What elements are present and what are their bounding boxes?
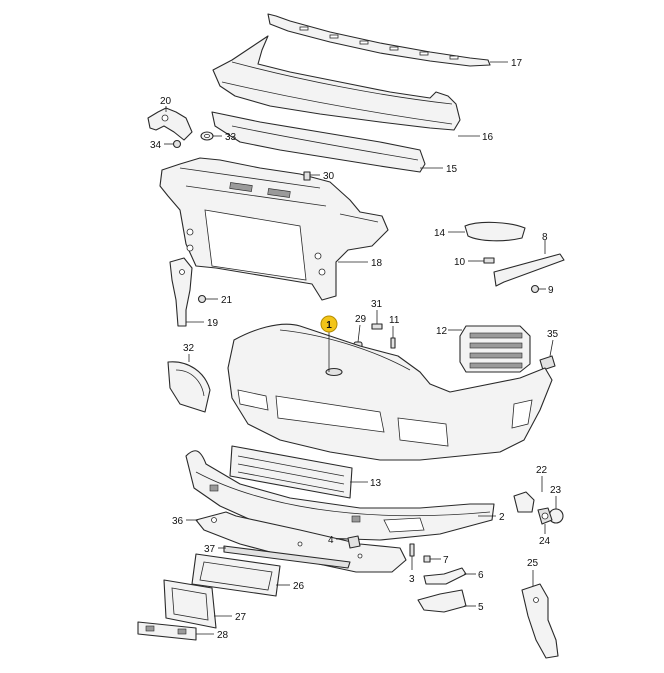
callout-9: 9 (548, 285, 554, 296)
callout-34: 34 (150, 140, 162, 151)
callout-28: 28 (217, 630, 229, 641)
callout-33: 33 (225, 132, 237, 143)
part-20-bracket (147, 107, 193, 141)
part-21-bolt (197, 294, 207, 304)
part-10-bolt (483, 257, 495, 264)
callout-1: 1 (326, 320, 332, 331)
callout-2: 2 (499, 512, 505, 523)
part-26-plate-holder (191, 553, 281, 597)
callout-4: 4 (328, 535, 334, 546)
callout-8: 8 (542, 232, 548, 243)
part-11-screw (390, 337, 396, 349)
part-15-deflector (211, 111, 426, 173)
callout-25: 25 (527, 558, 539, 569)
callout-3: 3 (409, 574, 415, 585)
highlight-marker (320, 315, 338, 333)
callout-30: 30 (323, 171, 335, 182)
callout-17: 17 (511, 58, 523, 69)
part-13-center-grille (229, 445, 353, 499)
part-17-mounting-rail (267, 13, 491, 67)
callout-6: 6 (478, 570, 484, 581)
callout-16: 16 (482, 132, 494, 143)
callout-13: 13 (370, 478, 382, 489)
part-3-screw (409, 543, 415, 557)
callout-35: 35 (547, 329, 559, 340)
part-4-clip (347, 535, 361, 549)
callout-5: 5 (478, 602, 484, 613)
callout-15: 15 (446, 164, 458, 175)
part-24-sensor (537, 507, 553, 525)
callout-24: 24 (539, 536, 551, 547)
callout-14: 14 (434, 228, 446, 239)
callout-31: 31 (371, 299, 383, 310)
part-6-bracket (423, 567, 467, 585)
part-34-bolt (172, 139, 182, 149)
callout-29: 29 (355, 314, 367, 325)
callout-23: 23 (550, 485, 562, 496)
part-31-screw (371, 323, 383, 330)
part-27-plate-mount (163, 579, 217, 629)
callout-20: 20 (160, 96, 172, 107)
callout-32: 32 (183, 343, 195, 354)
callout-11: 11 (389, 315, 400, 326)
callout-21: 21 (221, 295, 233, 306)
part-33-grommet (200, 131, 214, 141)
callout-19: 19 (207, 318, 219, 329)
leader-lines (164, 61, 557, 635)
callout-18: 18 (371, 258, 383, 269)
part-5-bracket (417, 589, 467, 613)
part-9-bolt (530, 284, 540, 294)
callout-22: 22 (536, 465, 548, 476)
part-22-sensor-holder (513, 491, 535, 513)
part-14-cover (464, 221, 526, 242)
part-32-side-trim (167, 361, 211, 413)
part-36-undertray (195, 511, 407, 573)
part-16-bumper-beam (212, 35, 461, 131)
callout-26: 26 (293, 581, 305, 592)
callout-labels: 1 2 3 4 5 6 7 8 9 10 11 12 13 14 15 16 1… (150, 58, 562, 641)
part-28-bar (137, 621, 197, 641)
part-19-side-bracket (169, 257, 193, 327)
callout-27: 27 (235, 612, 247, 623)
callout-36: 36 (172, 516, 184, 527)
part-35-clip (539, 355, 556, 371)
part-25-side-bracket (521, 583, 559, 659)
callout-7: 7 (443, 555, 449, 566)
part-1-bumper-cover (227, 323, 553, 461)
part-8-rail (493, 253, 565, 287)
callout-10: 10 (454, 257, 466, 268)
callout-37: 37 (204, 544, 216, 555)
part-7-screw (423, 555, 431, 563)
part-18-front-carrier (159, 157, 389, 301)
part-30-clip (303, 171, 311, 181)
part-37-strip (223, 545, 351, 569)
part-12-side-grille (459, 325, 531, 373)
callout-12: 12 (436, 326, 448, 337)
